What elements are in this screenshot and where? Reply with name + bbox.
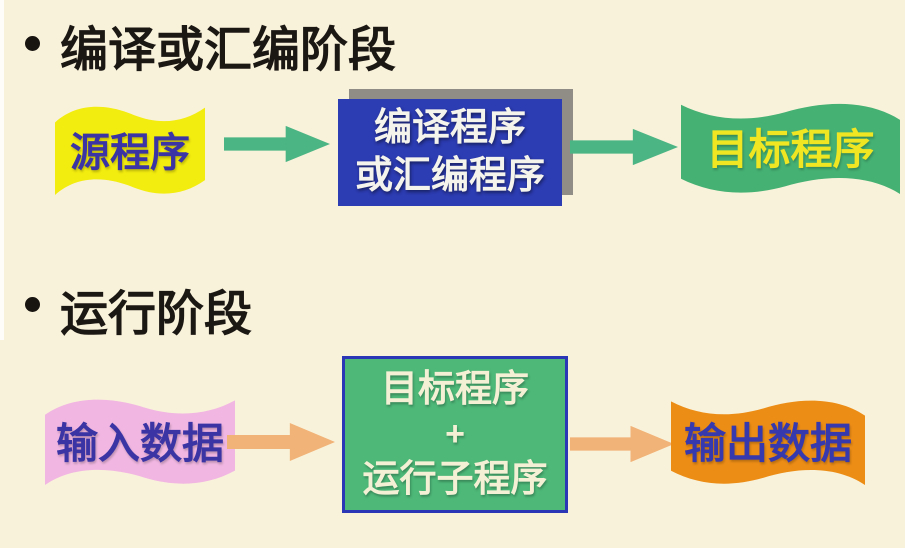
bullet-icon (25, 36, 40, 51)
flag-wave-shape (681, 103, 900, 194)
input-data-flag: 输入数据 (45, 395, 235, 485)
runtime-box: 目标程序 + 运行子程序 (342, 356, 568, 513)
flag-wave-shape (45, 399, 235, 485)
arrow-right-icon (570, 425, 674, 463)
plus-sign: + (445, 414, 465, 453)
output-data-flag: 输出数据 (671, 396, 865, 485)
input-data-label: 输入数据 (55, 419, 224, 467)
target-program-flag: 目标程序 (681, 99, 900, 194)
flag-wave-shape (671, 400, 865, 485)
arrow-input-to-runtime (227, 420, 335, 464)
source-program-flag: 源程序 (55, 102, 205, 195)
arrow-right-icon (570, 128, 678, 166)
source-program-label: 源程序 (70, 130, 190, 175)
flag-wave-shape (55, 106, 205, 195)
section-run-heading: 运行阶段 (60, 288, 253, 341)
arrow-source-to-compiler (224, 123, 330, 165)
left-edge-strip (0, 0, 4, 340)
compiler-box-line1: 编译程序 (373, 106, 526, 149)
runtime-box-line1: 目标程序 (381, 368, 529, 410)
compiler-box: 编译程序 或汇编程序 (338, 99, 562, 206)
section-compile-heading: 编译或汇编阶段 (60, 24, 397, 77)
arrow-compiler-to-target (570, 126, 678, 168)
arrow-right-icon (224, 125, 330, 163)
arrow-right-icon (227, 423, 335, 461)
target-program-label: 目标程序 (706, 126, 875, 173)
output-data-label: 输出数据 (683, 420, 852, 467)
bullet-icon (25, 297, 40, 312)
runtime-box-line3: 运行子程序 (362, 457, 548, 499)
arrow-runtime-to-output (570, 423, 674, 465)
compiler-box-line2: 或汇编程序 (354, 154, 545, 197)
